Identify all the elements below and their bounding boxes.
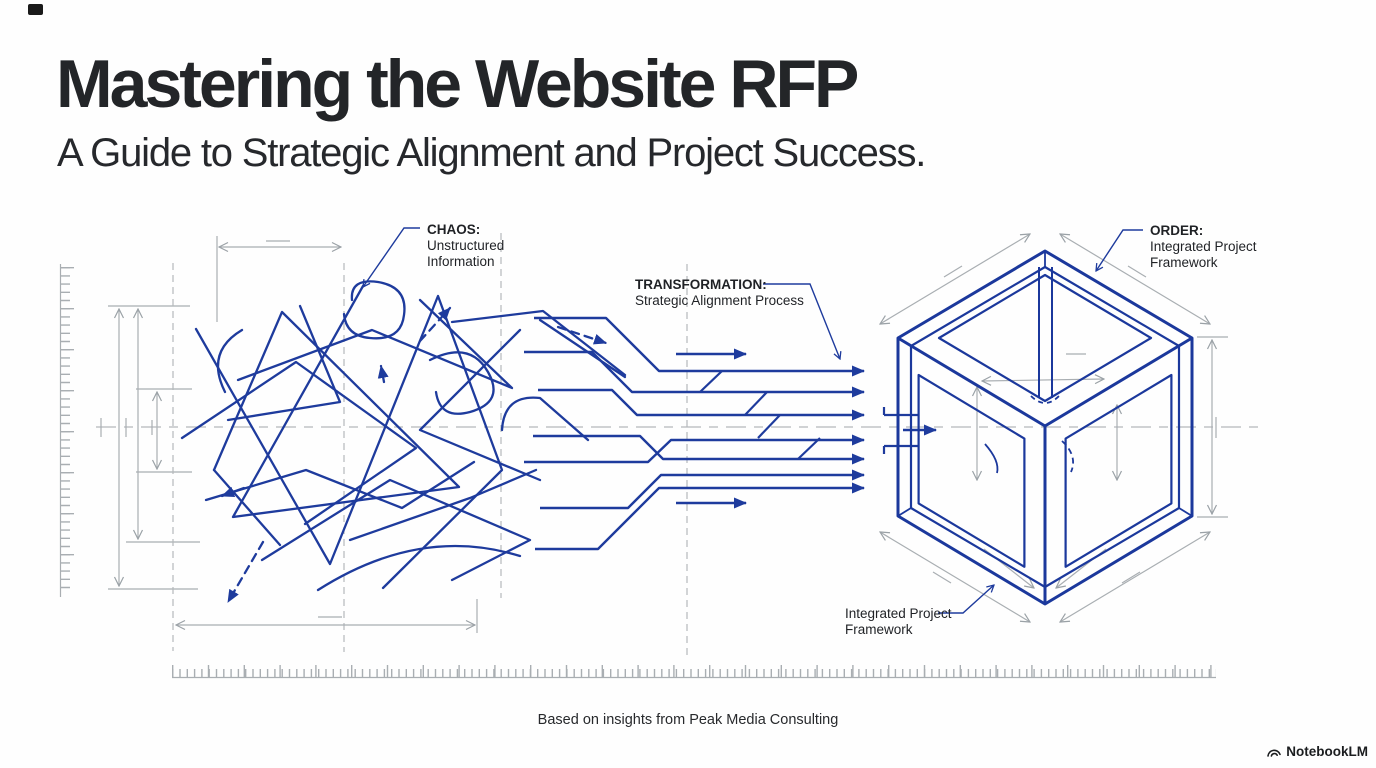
blueprint-diagram — [59, 227, 1262, 679]
framework-label-line: Framework — [845, 621, 913, 637]
transformation-label-heading: TRANSFORMATION: — [635, 277, 767, 292]
transformation-label: TRANSFORMATION: Strategic Alignment Proc… — [635, 277, 804, 309]
transformation-label-line: Strategic Alignment Process — [635, 292, 804, 308]
brand-label: NotebookLM — [1286, 744, 1368, 759]
bottom-ruler — [172, 665, 1216, 679]
framework-label-line: Integrated Project — [845, 606, 952, 621]
construction-lines — [59, 233, 1262, 679]
chaos-label-line: Information — [427, 253, 495, 269]
page-title: Mastering the Website RFP — [56, 46, 859, 122]
page-subtitle: A Guide to Strategic Alignment and Proje… — [57, 131, 926, 175]
framework-label: Integrated Project Framework — [845, 606, 952, 638]
chaos-label-line: Unstructured — [427, 237, 505, 253]
notebooklm-icon — [1266, 745, 1282, 759]
corner-artifact — [28, 4, 43, 15]
order-label-line: Framework — [1150, 254, 1218, 270]
chaos-scribble — [180, 280, 627, 604]
left-ruler — [59, 264, 74, 597]
order-cube — [896, 249, 1194, 606]
notebooklm-logo: NotebookLM — [1266, 744, 1368, 759]
leader-lines — [363, 227, 1143, 614]
attribution-text: Based on insights from Peak Media Consul… — [537, 712, 839, 728]
order-label-heading: ORDER: — [1150, 223, 1204, 238]
transformation-flow — [524, 316, 937, 551]
order-label-line: Integrated Project — [1150, 238, 1257, 254]
order-label: ORDER: Integrated Project Framework — [1150, 223, 1257, 270]
chaos-label-heading: CHAOS: — [427, 222, 481, 237]
chaos-label: CHAOS: Unstructured Information — [427, 222, 504, 269]
